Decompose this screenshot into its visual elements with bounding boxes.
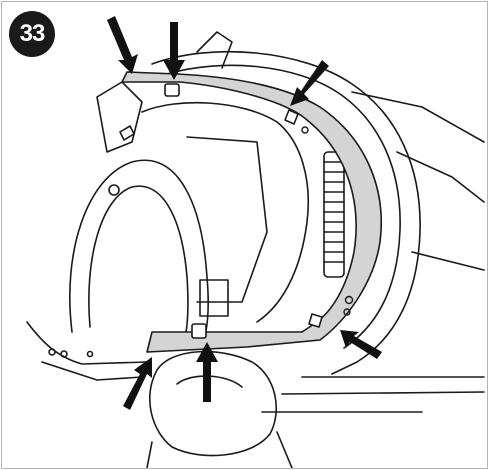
ratchet-wheel bbox=[323, 151, 345, 278]
step-number-badge: 33 bbox=[9, 11, 55, 57]
inner-cavity bbox=[141, 101, 310, 323]
left-frame bbox=[96, 81, 143, 153]
inner-panel bbox=[186, 136, 268, 303]
down-arrow-icon bbox=[163, 22, 185, 80]
up-arrow-icon bbox=[196, 342, 218, 402]
highlight-tab-top bbox=[164, 83, 180, 97]
side-rail-mid bbox=[396, 151, 485, 203]
suspension-strap-inner bbox=[88, 185, 189, 343]
helmet-shell-inner-edge bbox=[166, 64, 401, 349]
highlighted-band bbox=[121, 71, 382, 353]
top-clip bbox=[196, 31, 233, 69]
diagonal-arrow-icon bbox=[290, 60, 329, 106]
lower-left-base bbox=[41, 361, 143, 381]
diagonal-arrow-icon bbox=[340, 330, 382, 359]
side-rail-lower bbox=[411, 251, 485, 271]
highlight-notch-bottom bbox=[308, 313, 323, 328]
down-arrow-icon bbox=[107, 16, 138, 74]
highlight-tab-bottom bbox=[191, 323, 207, 339]
lower-left-body bbox=[26, 321, 148, 365]
strap-rivet bbox=[108, 184, 120, 196]
suspension-strap-outer bbox=[69, 159, 209, 348]
helmet-shell-outline bbox=[151, 50, 421, 375]
bottom-rail bbox=[261, 376, 485, 413]
chin-guard bbox=[149, 350, 277, 457]
inner-slot bbox=[199, 279, 229, 317]
up-arrow-icon bbox=[123, 357, 152, 410]
highlight-notch-top bbox=[284, 109, 299, 125]
side-rail-top bbox=[351, 91, 485, 143]
highlight-arc bbox=[121, 71, 382, 353]
left-clip bbox=[119, 125, 135, 141]
